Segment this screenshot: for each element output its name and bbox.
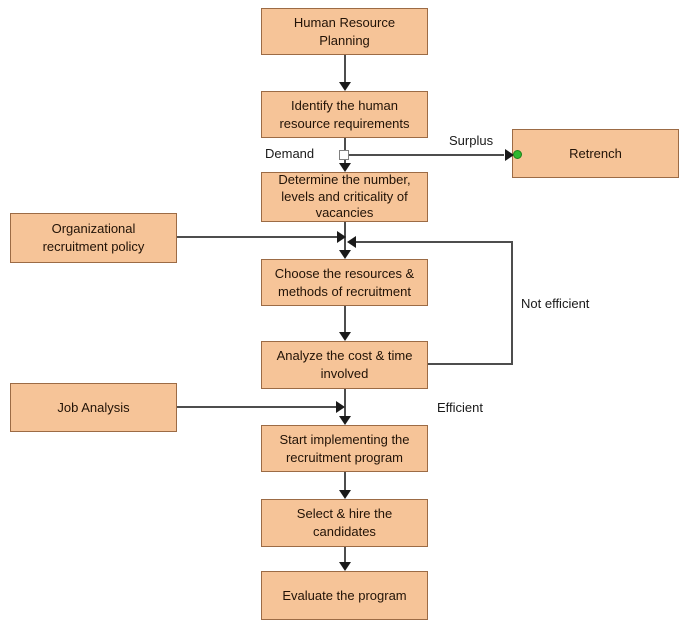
connector-hrp-identify [344,55,346,83]
edge-label-efficient: Efficient [437,400,484,415]
arrowhead-down-icon [339,250,351,259]
arrowhead-down-icon [339,562,351,571]
node-job-analysis[interactable]: Job Analysis [10,383,177,432]
edge-label-surplus: Surplus [449,133,494,148]
node-determine-vacancies[interactable]: Determine the number, levels and critica… [261,172,428,222]
connector-loop-bottom [428,363,513,365]
connector-choose-analyze [344,306,346,333]
node-retrench[interactable]: Retrench [512,129,679,178]
node-analyze-cost-time[interactable]: Analyze the cost & time involved [261,341,428,389]
arrowhead-down-icon [339,416,351,425]
arrowhead-down-icon [339,82,351,91]
node-human-resource-planning[interactable]: Human Resource Planning [261,8,428,55]
edge-label-demand: Demand [265,146,315,161]
arrowhead-down-icon [339,332,351,341]
connector-loop-top [356,241,513,243]
arrowhead-down-icon [339,490,351,499]
connector-start-select [344,472,346,491]
edge-label-not-efficient: Not efficient [521,296,590,311]
connector-orgpolicy-junction [177,236,337,238]
node-evaluate-program[interactable]: Evaluate the program [261,571,428,620]
arrowhead-right-icon [505,149,514,161]
connector-surplus-retrench [348,154,504,156]
arrowhead-right-icon [336,401,345,413]
connector-analyze-start [344,389,346,416]
node-choose-resources-methods[interactable]: Choose the resources & methods of recrui… [261,259,428,306]
arrowhead-down-icon [339,163,351,172]
connector-handle-square[interactable] [339,150,349,160]
node-select-hire[interactable]: Select & hire the candidates [261,499,428,547]
arrowhead-left-icon [347,236,356,248]
node-start-implementing[interactable]: Start implementing the recruitment progr… [261,425,428,472]
connector-select-evaluate [344,547,346,563]
connector-loop-vertical [511,241,513,365]
arrowhead-right-icon [337,231,346,243]
node-org-recruitment-policy[interactable]: Organizational recruitment policy [10,213,177,263]
connector-jobanalysis-junction [177,406,336,408]
connection-point-dot[interactable] [513,150,522,159]
node-identify-requirements[interactable]: Identify the human resource requirements [261,91,428,138]
